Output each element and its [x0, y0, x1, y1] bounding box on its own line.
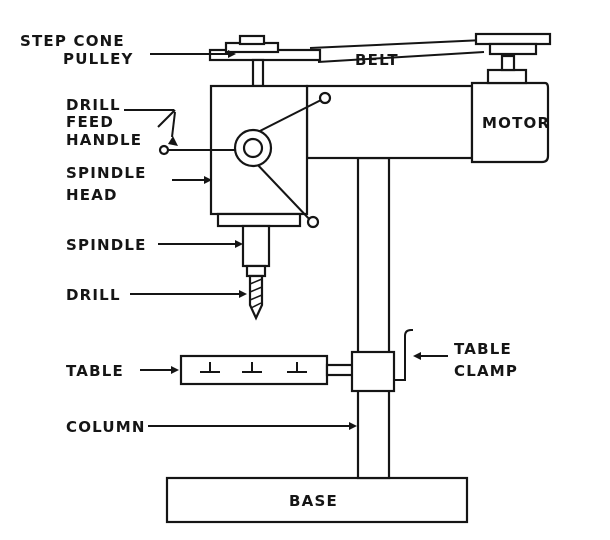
label-step-cone-2: PULLEY: [63, 50, 134, 68]
drill-feed-handle: [158, 91, 332, 229]
table-clamp: [350, 329, 413, 393]
label-spindle-head-1: SPINDLE: [66, 164, 147, 182]
label-spindle: SPINDLE: [66, 236, 147, 254]
step-cone-pulley: [208, 34, 322, 88]
drill-bit: [248, 274, 264, 321]
label-table: TABLE: [66, 362, 124, 380]
label-drill: DRILL: [66, 286, 121, 304]
spindle-part: [241, 224, 271, 278]
label-belt: BELT: [355, 51, 399, 69]
label-table-clamp-2: CLAMP: [454, 362, 518, 380]
column-part: [356, 156, 391, 480]
label-spindle-head-2: HEAD: [66, 186, 118, 204]
head-arm: [305, 84, 474, 160]
label-drill-feed-handle-3: HANDLE: [66, 131, 142, 149]
label-column: COLUMN: [66, 418, 146, 436]
label-table-clamp-1: TABLE: [454, 340, 512, 358]
label-motor: MOTOR: [482, 114, 550, 132]
label-step-cone-1: STEP CONE: [20, 32, 125, 50]
leader-lines: [124, 50, 448, 430]
belt-part: [309, 39, 485, 63]
motor-part: [470, 54, 550, 164]
label-drill-feed-handle-1: DRILL: [66, 96, 121, 114]
motor-pulley: [474, 32, 552, 56]
base-block: [165, 476, 469, 524]
label-drill-feed-handle-2: FEED: [66, 113, 114, 131]
table-part: [179, 354, 355, 386]
label-base: BASE: [289, 492, 338, 510]
